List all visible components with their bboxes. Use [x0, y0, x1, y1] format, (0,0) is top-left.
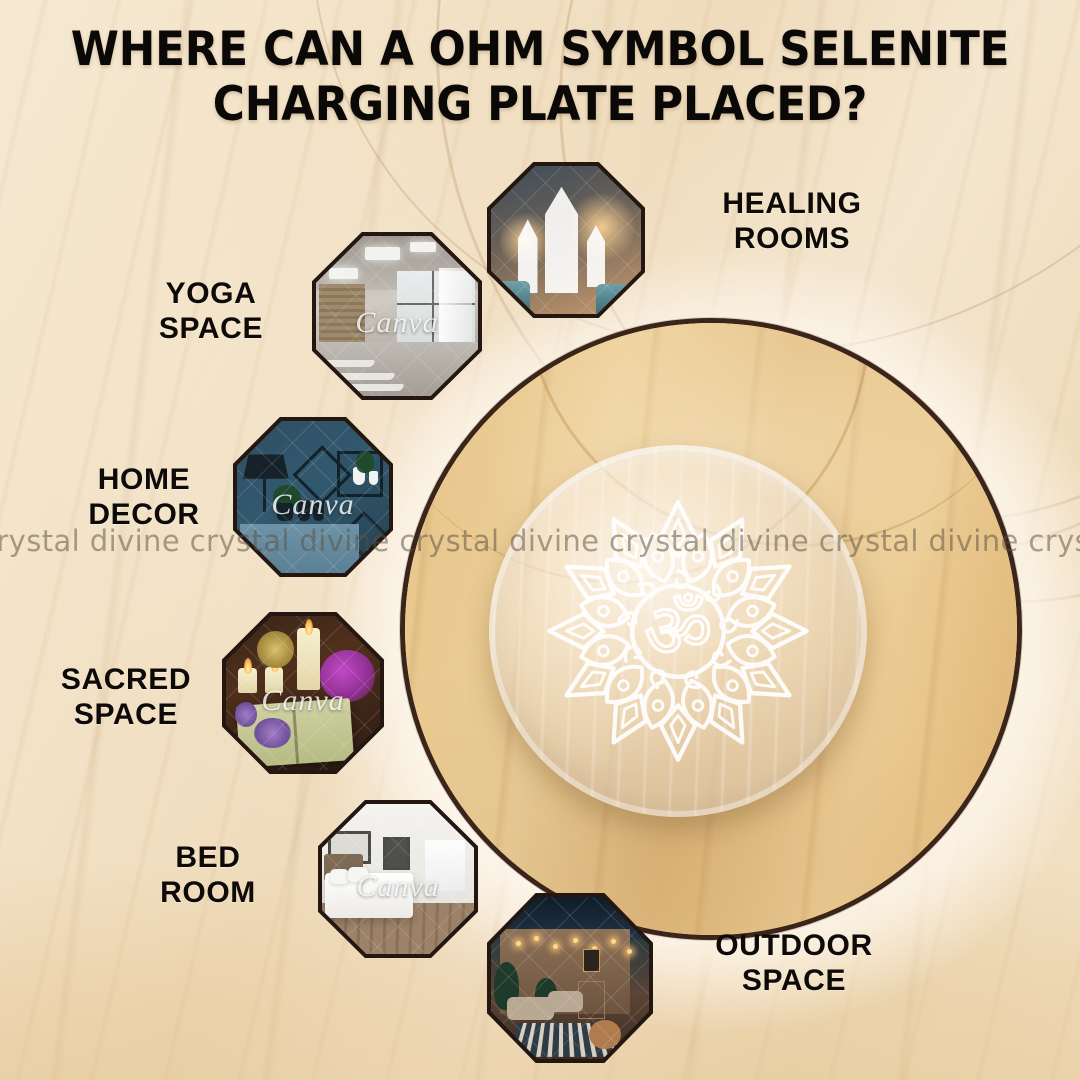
label-line-1: HOME	[97, 463, 191, 496]
sacred-space-image: Canva	[226, 616, 380, 770]
label-healing-rooms: HEALING ROOMS	[662, 186, 922, 257]
title-line-2: CHARGING PLATE PLACED?	[212, 77, 868, 133]
bedroom-scene	[322, 804, 474, 954]
label-line-1: SACRED	[60, 663, 192, 696]
label-line-2: DECOR	[88, 498, 200, 532]
watermark-grid	[322, 804, 474, 954]
ohm-mandala-engraving: ॐ	[547, 500, 809, 762]
label-home-decor: HOME DECOR	[38, 462, 250, 533]
ohm-glyph: ॐ	[644, 588, 712, 675]
page-title: WHERE CAN A OHM SYMBOL SELENITE CHARGING…	[38, 22, 1042, 133]
label-line-2: SPACE	[73, 698, 179, 732]
title-line-1: WHERE CAN A OHM SYMBOL SELENITE	[70, 22, 1010, 77]
label-line-2: SPACE	[158, 312, 264, 346]
healing-crystals-scene	[491, 166, 641, 314]
label-yoga-space: YOGA SPACE	[96, 276, 326, 347]
home-decor-image: Canva	[237, 421, 389, 573]
selenite-charging-plate: ॐ	[489, 445, 867, 817]
yoga-space-image: Canva	[316, 236, 478, 396]
label-sacred-space: SACRED SPACE	[18, 662, 234, 733]
sacred-altar-scene	[226, 616, 380, 770]
label-line-1: BED	[175, 841, 241, 874]
placement-card-yoga-space[interactable]: Canva	[312, 232, 482, 400]
outdoor-space-image	[491, 897, 649, 1059]
watermark-grid	[237, 421, 389, 573]
label-line-1: HEALING	[722, 187, 862, 220]
yoga-studio-scene	[316, 236, 478, 396]
placement-card-sacred-space[interactable]: Canva	[222, 612, 384, 774]
label-line-2: SPACE	[741, 964, 847, 998]
placement-card-home-decor[interactable]: Canva	[233, 417, 393, 577]
watermark-grid	[491, 166, 641, 314]
watermark-grid	[226, 616, 380, 770]
watermark-grid	[316, 236, 478, 396]
placement-card-bed-room[interactable]: Canva	[318, 800, 478, 958]
placement-card-healing-rooms[interactable]	[487, 162, 645, 318]
label-line-2: ROOM	[160, 876, 256, 910]
healing-rooms-image	[491, 166, 641, 314]
bed-room-image: Canva	[322, 804, 474, 954]
label-line-1: YOGA	[165, 277, 257, 310]
label-bed-room: BED ROOM	[100, 840, 316, 911]
placement-card-outdoor-space[interactable]	[487, 893, 653, 1063]
label-line-1: OUTDOOR	[715, 929, 873, 962]
label-line-2: ROOMS	[733, 222, 851, 256]
label-outdoor-space: OUTDOOR SPACE	[664, 928, 924, 999]
product-photo-circle: ॐ	[400, 318, 1022, 940]
watermark-grid	[491, 897, 649, 1059]
